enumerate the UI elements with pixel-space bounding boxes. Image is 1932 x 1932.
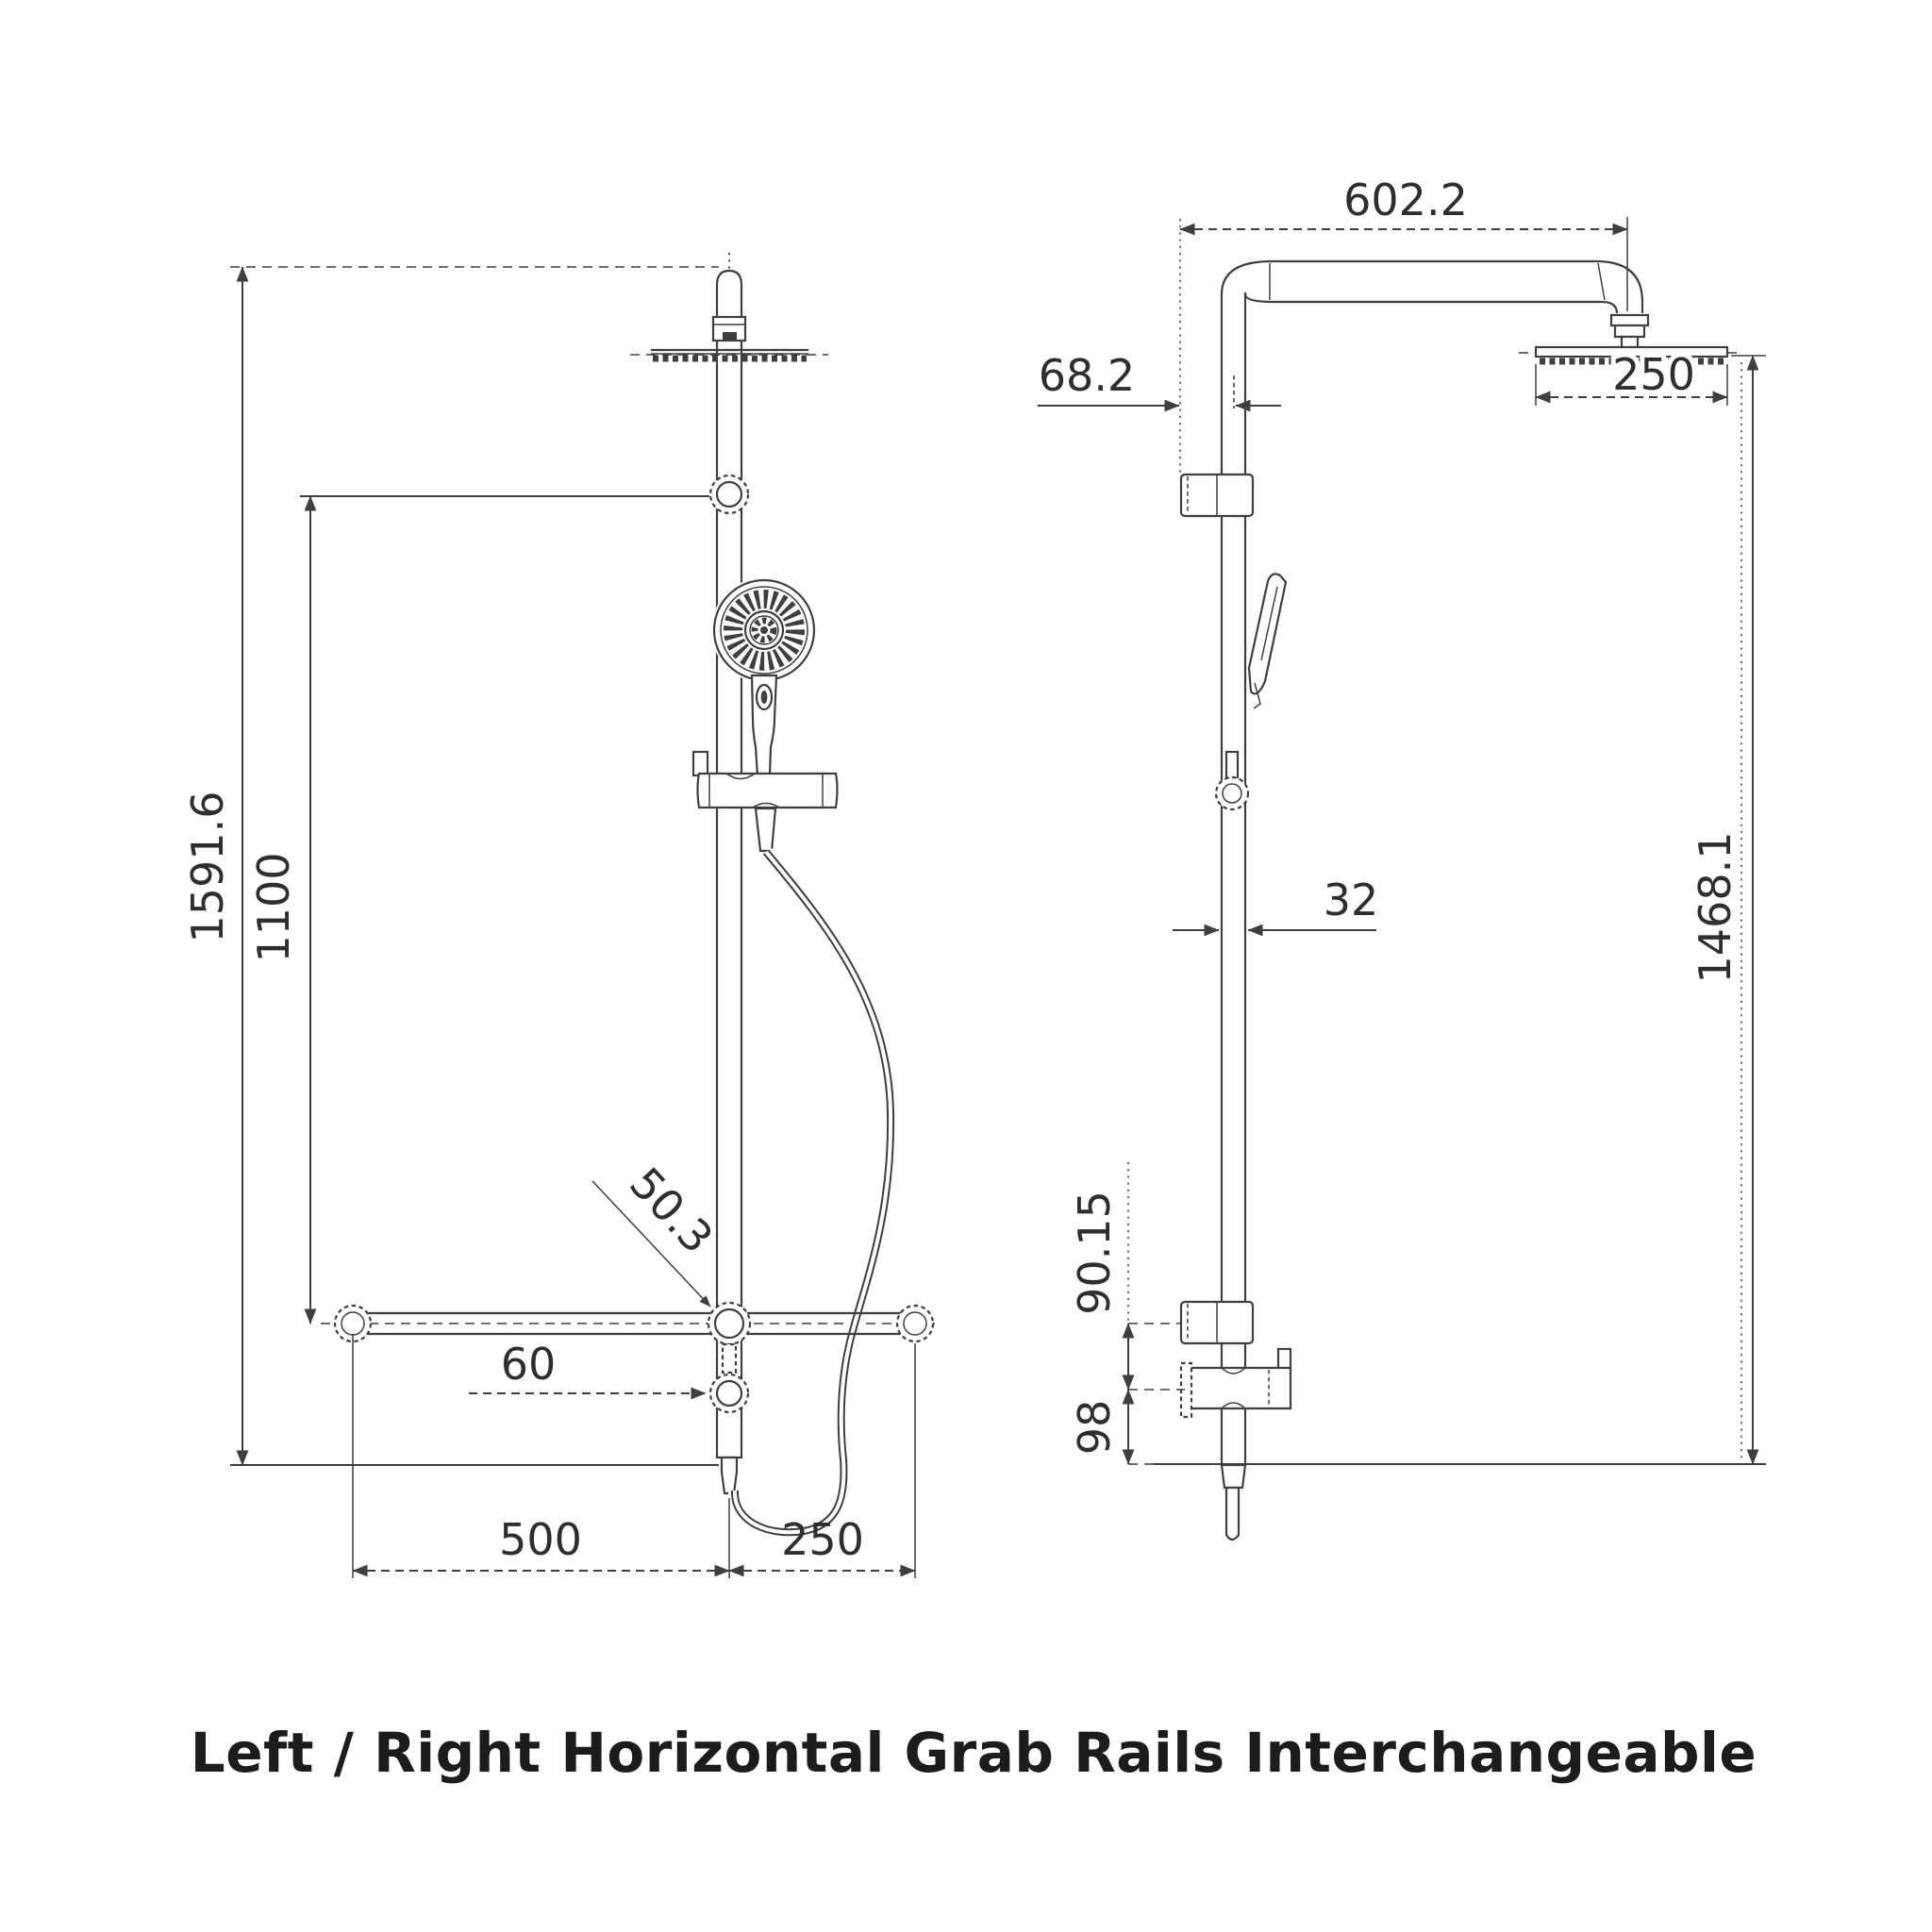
drawing-caption: Left / Right Horizontal Grab Rails Inter…	[191, 1721, 1757, 1785]
dim-bracket-to-rail: 90.15	[1069, 1191, 1120, 1315]
wall-bracket-lower	[1179, 1300, 1255, 1345]
hose-nut	[754, 807, 777, 853]
dim-arm-projection: 602.2	[1343, 175, 1468, 225]
arm-connector-ring-2	[1613, 324, 1646, 339]
riser-outlet	[1220, 1463, 1247, 1541]
dim-connector-height: 1100	[248, 852, 299, 962]
spray-nozzle-ring	[724, 590, 805, 671]
hose-connector-ring	[708, 474, 750, 515]
rail-end-cap-right	[895, 1304, 935, 1343]
slider-knob-side	[1214, 750, 1250, 811]
front-dimensions: 1591.6 1100 50.3 60 500 250	[182, 266, 916, 1578]
handheld-shower-side	[1247, 573, 1288, 709]
dim-head-diameter: 250	[1612, 349, 1695, 400]
dim-overall-height: 1591.6	[182, 791, 233, 943]
diverter-knob-front	[708, 1342, 750, 1414]
side-view: 602.2 68.2 250 32 1468.1	[1038, 175, 1766, 1541]
shower-hose	[728, 847, 898, 1540]
dim-riser-diameter: 32	[1324, 874, 1379, 925]
grab-rail	[333, 1301, 935, 1346]
arm-connector-ring-1	[1609, 313, 1650, 327]
hose-outlet-front	[720, 1456, 739, 1495]
dim-rail-left: 500	[499, 1514, 582, 1565]
riser-fill	[1223, 294, 1244, 1464]
dim-rail-right: 250	[781, 1514, 864, 1565]
gooseneck-arm	[1220, 259, 1650, 351]
shower-column	[715, 269, 743, 1459]
slider-bracket-front	[691, 750, 839, 809]
side-dimensions: 602.2 68.2 250 32 1468.1	[1038, 175, 1766, 1465]
overhead-shower-head-front	[630, 348, 828, 362]
dim-wall-to-riser: 68.2	[1039, 350, 1135, 401]
wall-bracket-upper	[1179, 473, 1255, 518]
rail-end-cap-left	[333, 1304, 373, 1343]
front-view: 1591.6 1100 50.3 60 500 250	[182, 253, 935, 1578]
dim-junction-diameter: 50.3	[620, 1158, 723, 1263]
dim-diverter-offset: 60	[501, 1339, 557, 1390]
overhead-shower-head-side	[1519, 345, 1743, 365]
dim-rail-to-outlet: 98	[1069, 1400, 1120, 1456]
handheld-shower-front	[711, 577, 817, 777]
overhead-arm-connector	[711, 315, 747, 342]
dim-head-to-outlet: 1468.1	[1690, 832, 1740, 984]
